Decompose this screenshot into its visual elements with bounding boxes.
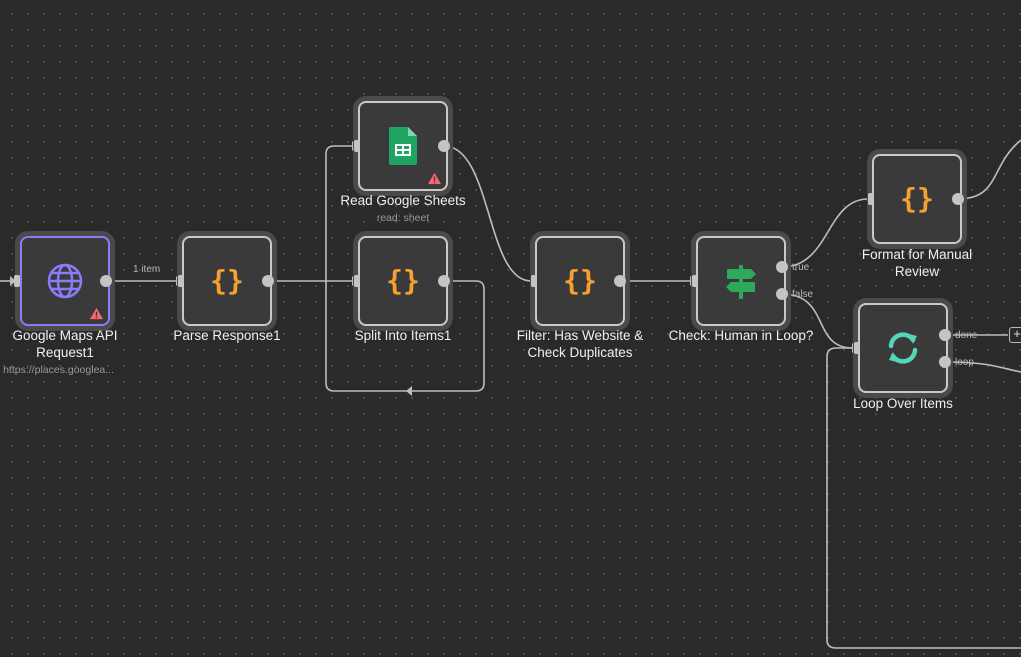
node-title-loop-over-items: Loop Over Items — [853, 396, 953, 411]
output-handle-true[interactable] — [776, 261, 788, 273]
svg-text:{}: {} — [900, 182, 934, 215]
input-handle-filter[interactable] — [531, 275, 537, 287]
node-title-split-into-items: Split Into Items1 — [354, 328, 452, 343]
input-handle-check[interactable] — [692, 275, 698, 287]
title-line-1: Google Maps API — [12, 328, 118, 343]
node-loop-over-items[interactable] — [858, 303, 948, 393]
output-handle-google-maps[interactable] — [100, 275, 112, 287]
output-handle-done[interactable] — [939, 329, 951, 341]
edge-format-out — [957, 139, 1021, 200]
title-line-1: Filter: Has Website & — [516, 328, 644, 343]
signpost-icon — [726, 265, 756, 299]
title-line-2: Request1 — [36, 345, 94, 360]
edge-label-false: false — [792, 289, 814, 300]
input-handle-split[interactable] — [354, 275, 360, 287]
edge-label-item-count: 1 item — [133, 264, 161, 275]
node-title-google-maps: Google Maps API Request1 — [0, 327, 165, 361]
title-line-1: Format for Manual — [861, 247, 973, 262]
input-handle-format[interactable] — [868, 193, 874, 205]
warning-icon — [90, 307, 103, 320]
svg-text:{}: {} — [563, 264, 597, 297]
add-node-button[interactable]: + — [1009, 327, 1021, 343]
globe-icon — [47, 263, 83, 299]
input-handle-google-maps[interactable] — [14, 275, 20, 287]
title-line-2: Review — [894, 264, 940, 279]
code-braces-icon: {} — [563, 264, 597, 297]
edge-loop-return — [826, 347, 1021, 649]
arrowhead-loopback — [406, 386, 412, 396]
warning-icon — [428, 172, 441, 185]
output-handle-filter[interactable] — [614, 275, 626, 287]
node-title-filter: Filter: Has Website & Check Duplicates — [480, 327, 680, 361]
node-title-check-human: Check: Human in Loop? — [668, 328, 814, 343]
node-parse-response[interactable]: {} — [182, 236, 272, 326]
node-subtitle-read-google-sheets: read: sheet — [376, 212, 430, 224]
code-braces-icon: {} — [386, 264, 420, 297]
output-handle-split[interactable] — [438, 275, 450, 287]
input-handle-parse[interactable] — [178, 275, 184, 287]
edge-label-loop: loop — [955, 357, 974, 368]
svg-text:{}: {} — [210, 264, 244, 297]
node-format-for-manual-review[interactable]: {} — [872, 154, 962, 244]
node-read-google-sheets[interactable] — [358, 101, 448, 191]
code-braces-icon: {} — [210, 264, 244, 297]
input-handle-loop[interactable] — [854, 342, 860, 354]
input-handle-sheets[interactable] — [354, 140, 360, 152]
output-handle-format[interactable] — [952, 193, 964, 205]
node-title-read-google-sheets: Read Google Sheets — [340, 193, 466, 208]
google-sheets-icon — [389, 127, 417, 165]
output-handle-parse[interactable] — [262, 275, 274, 287]
code-braces-icon: {} — [900, 182, 934, 215]
title-line-2: Check Duplicates — [527, 345, 633, 360]
edge-label-true: true — [792, 262, 810, 273]
node-title-parse-response: Parse Response1 — [173, 328, 281, 343]
output-handle-false[interactable] — [776, 288, 788, 300]
output-handle-sheets[interactable] — [438, 140, 450, 152]
node-subtitle-google-maps: ST: https://places.googlea... — [0, 364, 114, 376]
svg-text:{}: {} — [386, 264, 420, 297]
node-google-maps-api-request[interactable] — [20, 236, 110, 326]
edge-label-done: done — [955, 330, 978, 341]
node-filter-has-website[interactable]: {} — [535, 236, 625, 326]
node-title-format-review: Format for Manual Review — [817, 246, 1017, 280]
node-check-human-in-loop[interactable] — [696, 236, 786, 326]
sync-arrows-icon — [888, 332, 918, 364]
node-split-into-items[interactable]: {} — [358, 236, 448, 326]
output-handle-loop[interactable] — [939, 356, 951, 368]
